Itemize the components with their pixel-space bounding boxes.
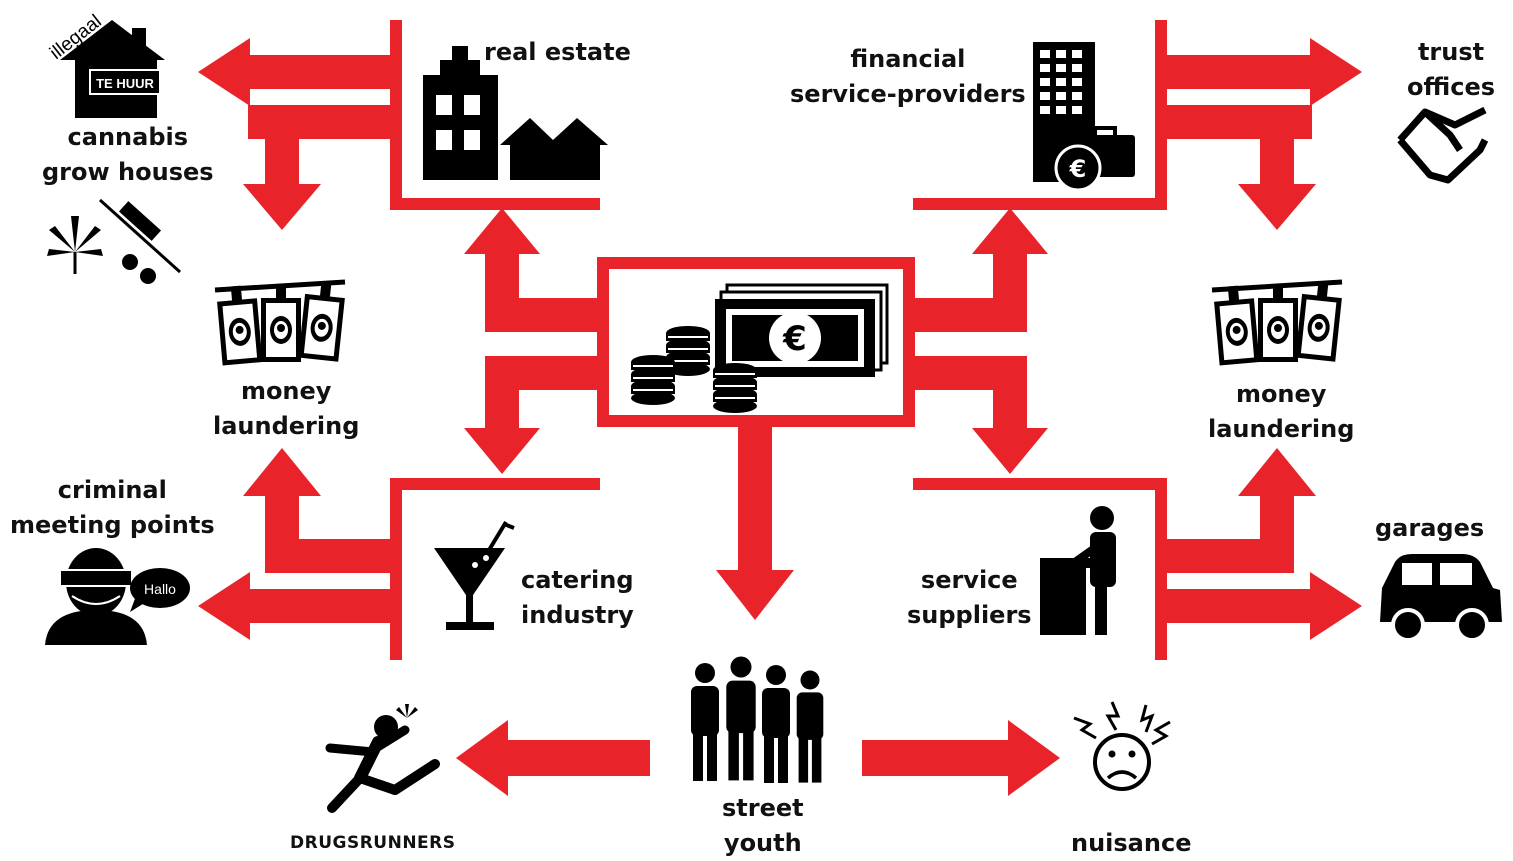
office-tower-icon: € [1033, 42, 1135, 192]
handshake-icon [1397, 106, 1489, 184]
street-youth-group-icon [691, 656, 824, 783]
label-money-laundering-left: money laundering [213, 377, 360, 440]
label-real-estate: real estate [484, 38, 631, 66]
label-service-suppliers: service suppliers [907, 566, 1032, 629]
apartment-buildings-icon [423, 46, 608, 180]
house-badge: TE HUUR [96, 76, 154, 91]
label-financial-service-providers: financial service-providers [790, 45, 1026, 108]
label-street-youth: street youth [722, 794, 804, 857]
cannabis-syringe-pills-icon [47, 198, 182, 284]
illegal-house-icon: TE HUUR illegaal [46, 11, 165, 118]
cash-coins-icon: € [630, 283, 889, 414]
laundered-money-icon [215, 280, 346, 366]
label-garages: garages [1375, 514, 1485, 542]
annoyed-face-icon [1073, 701, 1171, 791]
label-money-laundering-right: money laundering [1208, 380, 1355, 443]
running-man-icon [325, 704, 440, 813]
label-cannabis-grow-houses: cannabis grow houses [42, 123, 214, 186]
label-nuisance: nuisance [1071, 829, 1192, 857]
svg-text:€: € [1069, 155, 1087, 183]
flow-arrows [198, 20, 1362, 796]
label-catering-industry: catering industry [521, 566, 634, 629]
label-trust-offices: trust offices [1407, 38, 1496, 101]
label-criminal-meeting-points: criminal meeting points [10, 476, 215, 539]
burglar-icon: Hallo [45, 548, 190, 645]
svg-text:€: € [782, 319, 807, 359]
speech-bubble: Hallo [144, 581, 176, 597]
label-drugsrunners: DRUGSRUNNERS [290, 833, 456, 853]
laundered-money-icon [1212, 280, 1343, 366]
cocktail-icon [434, 520, 515, 630]
bartender-icon [1040, 506, 1116, 635]
car-icon [1380, 554, 1502, 642]
